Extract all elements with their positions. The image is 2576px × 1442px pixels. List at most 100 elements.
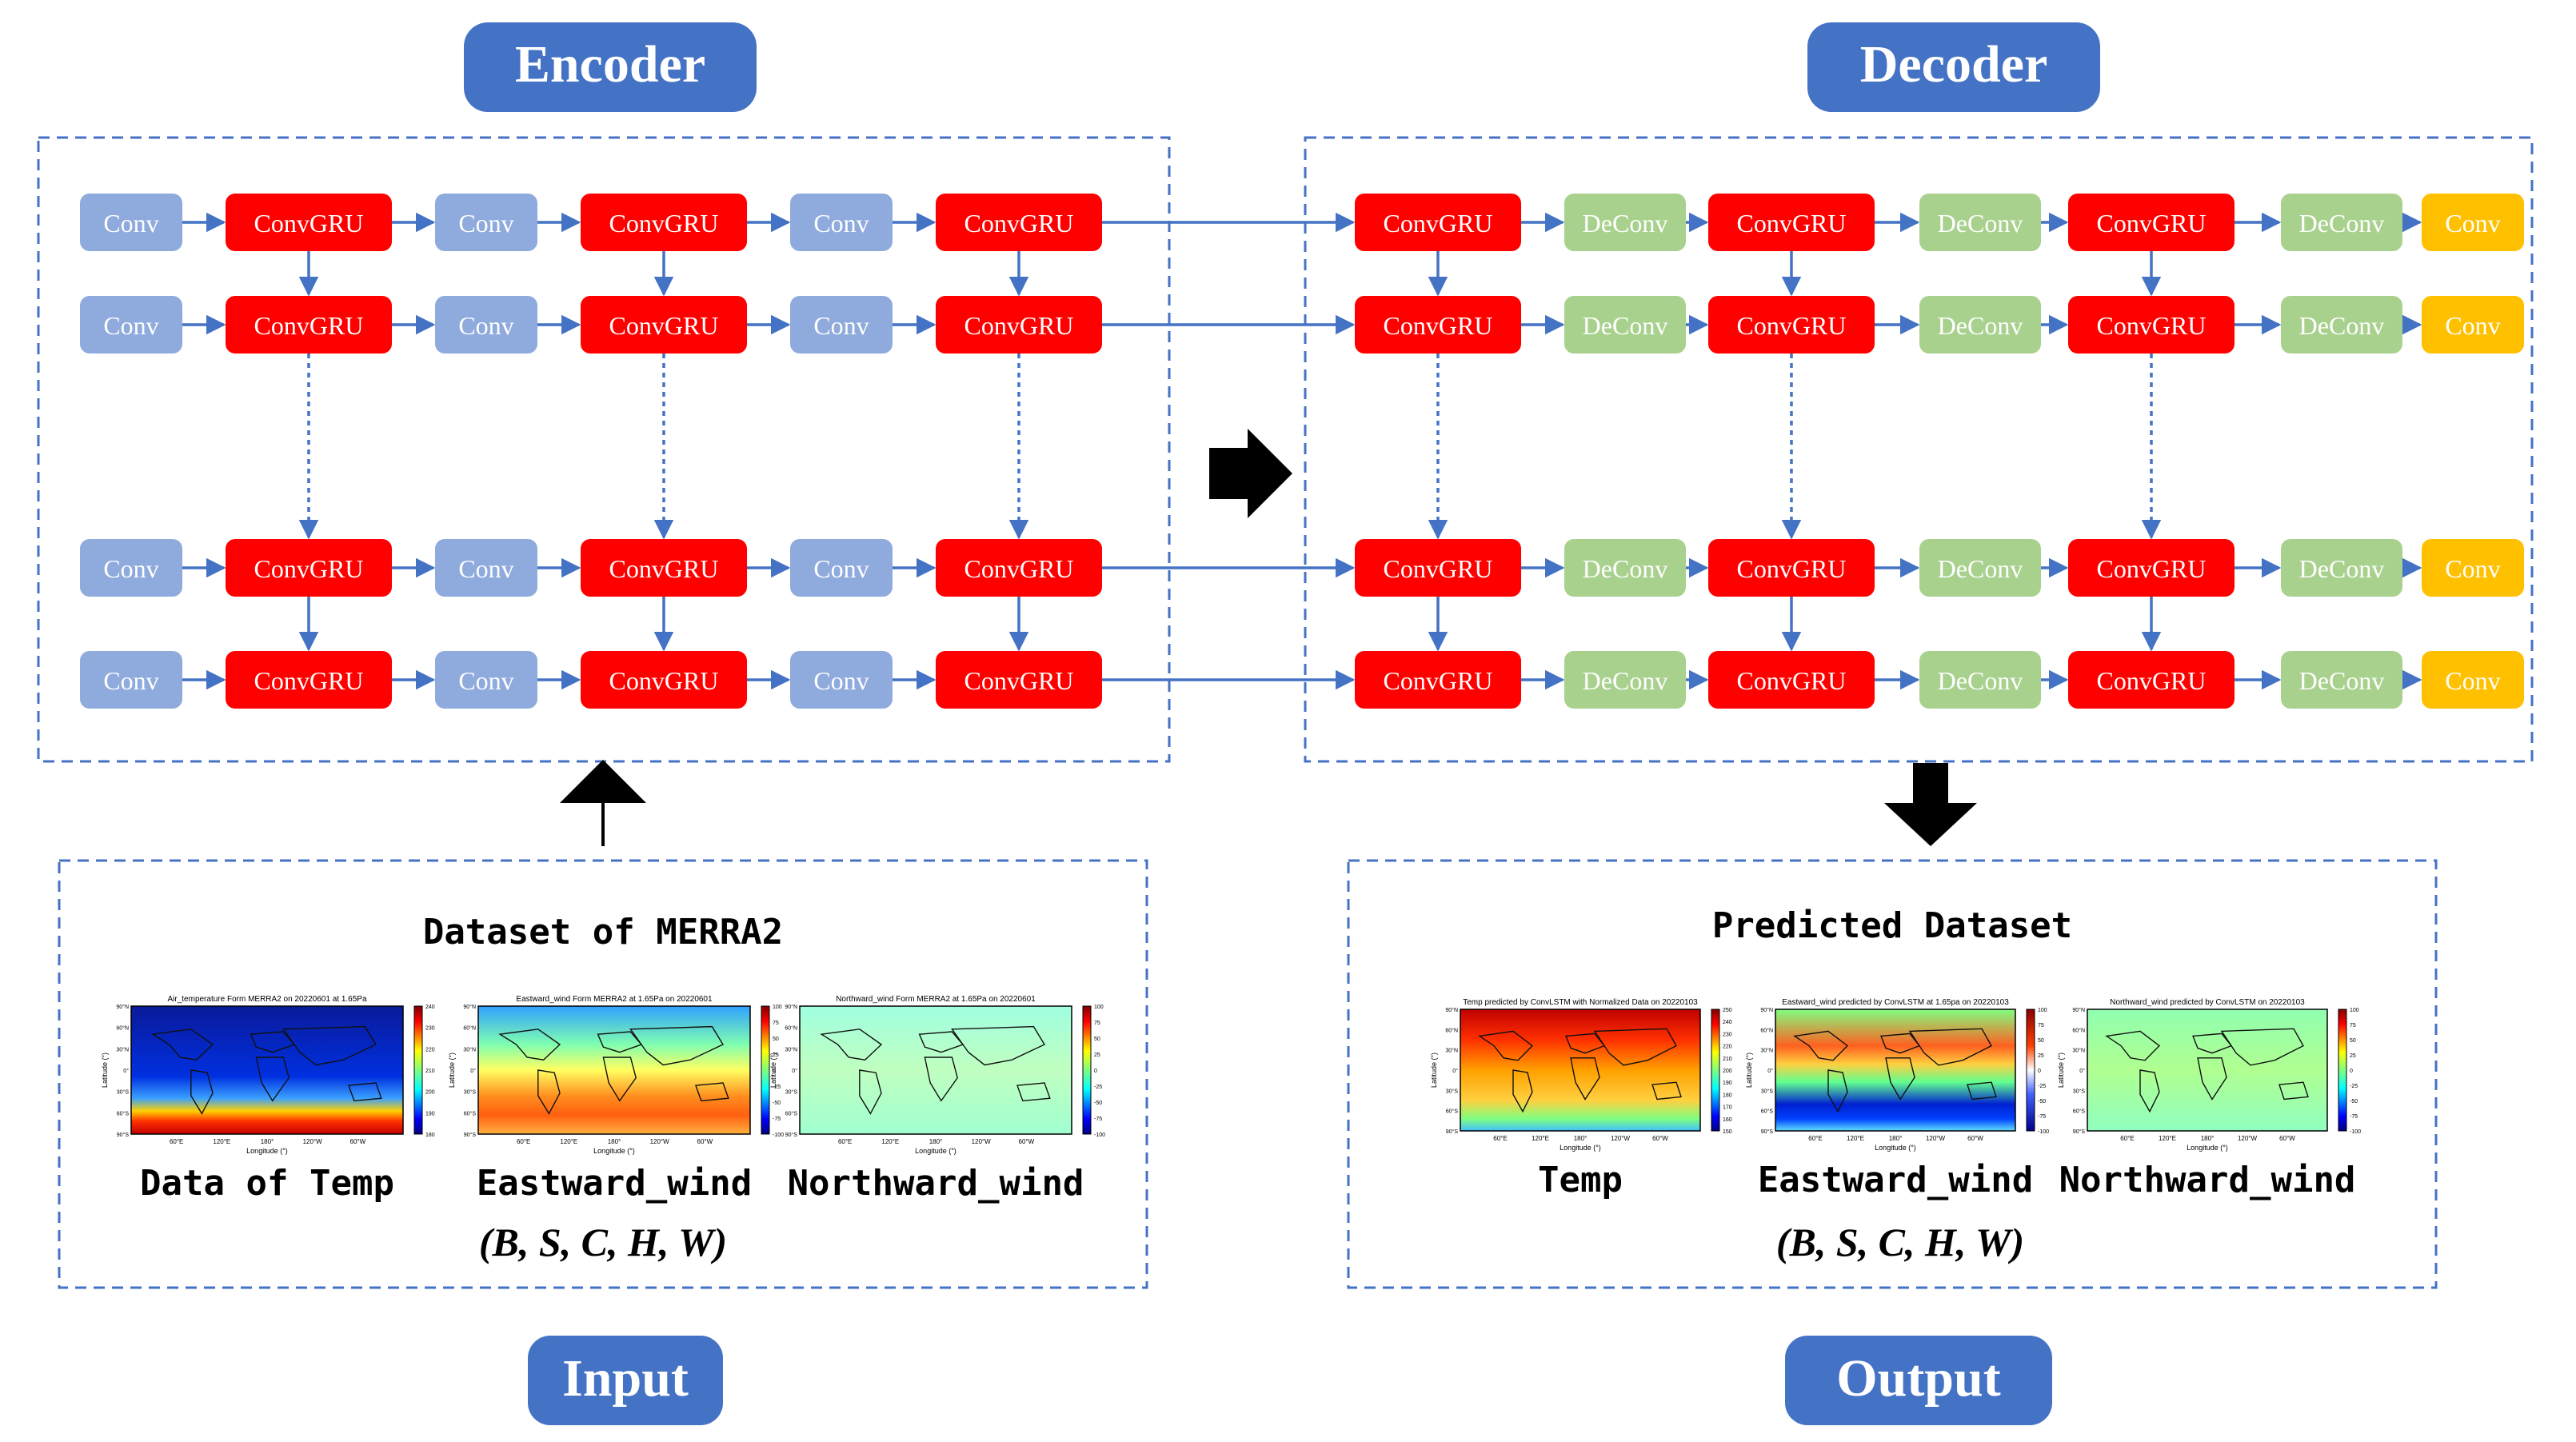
coastline [151, 1029, 214, 1061]
plot-title: Eastward_wind Form MERRA2 at 1.65Pa on 2… [516, 995, 713, 1004]
encoder-to-decoder-arrow [1209, 429, 1292, 518]
coastline [951, 1025, 1046, 1066]
colorbar-tick-label: 100 [2038, 1008, 2047, 1013]
coastline [597, 1031, 643, 1053]
plot-title: Northward_wind Form MERRA2 at 1.65Pa on … [836, 995, 1036, 1004]
y-tick-label: 60°S [117, 1110, 130, 1116]
y-tick-label: 0° [123, 1068, 129, 1074]
coastline [250, 1031, 296, 1053]
encoder-block-r1-c6: ConvGRU [936, 194, 1102, 251]
coastline [282, 1025, 377, 1066]
y-axis-label: Latitude (°) [1745, 1053, 1753, 1088]
y-tick-label: 90°N [2072, 1007, 2085, 1013]
coastline [537, 1069, 561, 1115]
x-tick-label: 120°W [972, 1138, 992, 1145]
colorbar-tick-label: 0 [773, 1069, 776, 1074]
y-tick-label: 90°N [116, 1004, 129, 1010]
y-tick-label: 30°N [1760, 1048, 1773, 1054]
encoder-block-label: ConvGRU [965, 554, 1074, 583]
decoder-block-label: DeConv [1583, 666, 1668, 695]
coastline [1512, 1069, 1533, 1113]
input-map-2-caption: Eastward_wind [477, 1163, 752, 1204]
colorbar-tick-label: -25 [1094, 1084, 1102, 1090]
x-tick-label: 60°W [1019, 1138, 1035, 1145]
coastline [1570, 1057, 1600, 1100]
coastline [1565, 1033, 1606, 1054]
coastline [1478, 1030, 1534, 1061]
y-tick-label: 90°S [785, 1132, 798, 1138]
coastline [859, 1069, 882, 1115]
decoder-block-label: ConvGRU [1737, 311, 1847, 340]
input-up-arrow [560, 760, 646, 846]
coastline [2105, 1030, 2161, 1061]
colorbar-tick-label: 180 [425, 1132, 435, 1138]
x-axis-label: Longitude (°) [593, 1147, 635, 1155]
decoder-block-r4-c7: Conv [2422, 651, 2524, 709]
coastline [255, 1057, 290, 1102]
coastline [695, 1082, 729, 1102]
decoder-block-r2-c7: Conv [2422, 296, 2524, 354]
y-tick-label: 30°S [2073, 1088, 2086, 1094]
y-tick-label: 90°N [463, 1004, 476, 1010]
coastline [2220, 1028, 2304, 1066]
colorbar-tick-label: 160 [1723, 1117, 1732, 1123]
decoder-block-r4-c1: ConvGRU [1355, 651, 1521, 709]
decoder-block-r1-c3: ConvGRU [1708, 194, 1875, 251]
decoder-block-label: ConvGRU [1737, 666, 1847, 695]
decoder-block-label: ConvGRU [1384, 311, 1493, 340]
colorbar-tick-label: 210 [425, 1069, 435, 1074]
coastline [602, 1057, 637, 1102]
input-shape-label: (B, S, C, H, W) [479, 1220, 727, 1264]
plot-field [799, 1005, 1072, 1135]
coastline [924, 1057, 958, 1102]
encoder-block-label: Conv [813, 666, 869, 695]
decoder-block-label: ConvGRU [1384, 554, 1493, 583]
encoder-block-r1-c4: ConvGRU [581, 194, 747, 251]
encoder-block-label: Conv [813, 311, 869, 340]
decoder-block-label: ConvGRU [1737, 554, 1847, 583]
x-tick-label: 60°E [1493, 1135, 1507, 1142]
x-tick-label: 120°E [2159, 1135, 2176, 1142]
decoder-block-label: ConvGRU [2097, 554, 2207, 583]
encoder-block-label: Conv [458, 554, 513, 583]
coastline [1016, 1082, 1051, 1102]
encoder-block-label: ConvGRU [254, 554, 364, 583]
decoder-block-r1-c4: DeConv [1919, 194, 2041, 251]
output-frame [1347, 859, 2438, 1289]
encoder-block-label: Conv [103, 554, 158, 583]
plot-title: Northward_wind predicted by ConvLSTM on … [2110, 998, 2305, 1007]
x-tick-label: 180° [261, 1138, 274, 1145]
decoder-block-r3-c6: DeConv [2281, 539, 2402, 597]
decoder-block-label: ConvGRU [2097, 666, 2207, 695]
plot-field [1460, 1009, 1701, 1132]
x-tick-label: 180° [1889, 1135, 1903, 1142]
coastline [1793, 1030, 1849, 1061]
decoder-block-r2-c2: DeConv [1564, 296, 1686, 354]
decoder-block-label: ConvGRU [1384, 666, 1493, 695]
output-down-arrow [1884, 763, 1977, 846]
decoder-block-r4-c2: DeConv [1564, 651, 1686, 709]
input-map-1-plot: Air_temperature Form MERRA2 on 20220601 … [101, 995, 435, 1204]
colorbar-tick-label: 100 [1094, 1005, 1104, 1010]
coastline [820, 1029, 883, 1061]
decoder-block-label: DeConv [1583, 554, 1668, 583]
encoder-title: Encoder [515, 35, 705, 94]
coastline [348, 1082, 382, 1102]
decoder-block-label: Conv [2445, 554, 2500, 583]
y-tick-label: 60°S [464, 1110, 477, 1116]
colorbar-tick-label: -25 [2350, 1084, 2358, 1089]
decoder-block-r4-c4: DeConv [1919, 651, 2041, 709]
input-map-1-caption: Data of Temp [140, 1163, 394, 1204]
decoder-block-label: Conv [2445, 666, 2500, 695]
encoder-block-label: ConvGRU [254, 666, 364, 695]
colorbar [2026, 1009, 2035, 1132]
x-tick-label: 180° [2201, 1135, 2215, 1142]
encoder-block-r2-c6: ConvGRU [936, 296, 1102, 354]
x-tick-label: 180° [608, 1138, 621, 1145]
output-shape-label: (B, S, C, H, W) [1776, 1220, 2024, 1264]
encoder-block-r1-c3: Conv [435, 194, 537, 251]
decoder-block-r3-c7: Conv [2422, 539, 2524, 597]
decoder-block-label: DeConv [1583, 209, 1668, 238]
coastline [1967, 1081, 1997, 1100]
